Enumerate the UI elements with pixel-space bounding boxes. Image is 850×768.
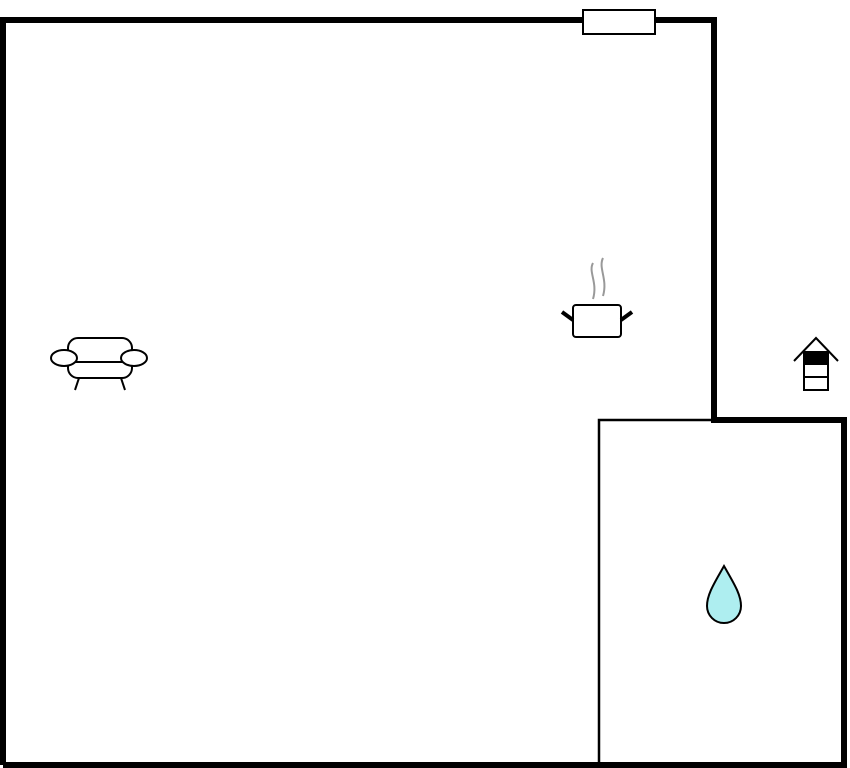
outer-wall — [0, 17, 847, 768]
outer-walls — [0, 17, 847, 768]
water-drop-icon — [705, 563, 743, 624]
window — [582, 9, 656, 35]
sofa-icon — [50, 337, 148, 391]
bathroom-wall — [597, 418, 714, 765]
house-entrance-icon — [793, 336, 839, 391]
cooking-pot-icon — [560, 257, 634, 338]
